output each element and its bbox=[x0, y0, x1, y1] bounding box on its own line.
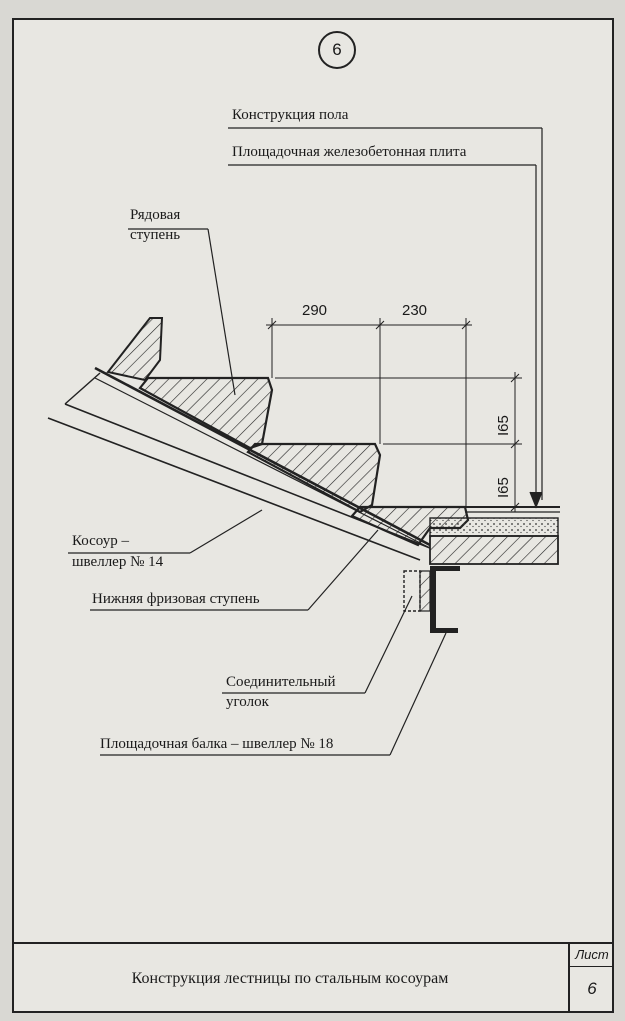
leader-lines bbox=[68, 127, 543, 756]
title-block: Конструкция лестницы по стальным косоура… bbox=[12, 942, 614, 1013]
dimension-tread-290: 290 bbox=[302, 302, 328, 319]
sheet-label: Лист bbox=[570, 944, 614, 967]
label-step-line2: ступень bbox=[130, 227, 181, 243]
label-stringer-line2: швеллер № 14 bbox=[72, 554, 164, 570]
label-connecting-angle-line2: уголок bbox=[226, 694, 269, 710]
label-connecting-angle-line1: Соединительный bbox=[226, 674, 336, 690]
dimension-rise-upper: I65 bbox=[495, 415, 512, 436]
ordinary-step-1 bbox=[138, 376, 274, 450]
upper-step bbox=[106, 317, 164, 382]
drawing-title: Конструкция лестницы по стальным косоура… bbox=[131, 969, 449, 987]
label-floor-construction: Конструкция пола bbox=[232, 107, 349, 123]
landing-beam-channel bbox=[403, 566, 460, 633]
label-landing-slab: Площадочная железобетонная плита bbox=[232, 144, 467, 160]
dimension-tread-230: 230 bbox=[402, 302, 428, 319]
dimension-lines bbox=[266, 318, 522, 512]
label-stringer-line1: Косоур – bbox=[72, 533, 129, 549]
landing-slab bbox=[429, 506, 560, 565]
sheet-number: 6 bbox=[587, 979, 597, 998]
label-bottom-frieze-step: Нижняя фризовая ступень bbox=[92, 591, 260, 607]
dimension-rise-lower: I65 bbox=[495, 477, 512, 498]
label-landing-beam: Площадочная балка – швеллер № 18 bbox=[100, 736, 334, 752]
sheet-number-box: Лист 6 bbox=[568, 944, 614, 1013]
drawing-number-marker: 6 bbox=[318, 31, 356, 69]
label-step-line1: Рядовая bbox=[130, 207, 181, 223]
drawing-sheet bbox=[12, 18, 614, 1013]
